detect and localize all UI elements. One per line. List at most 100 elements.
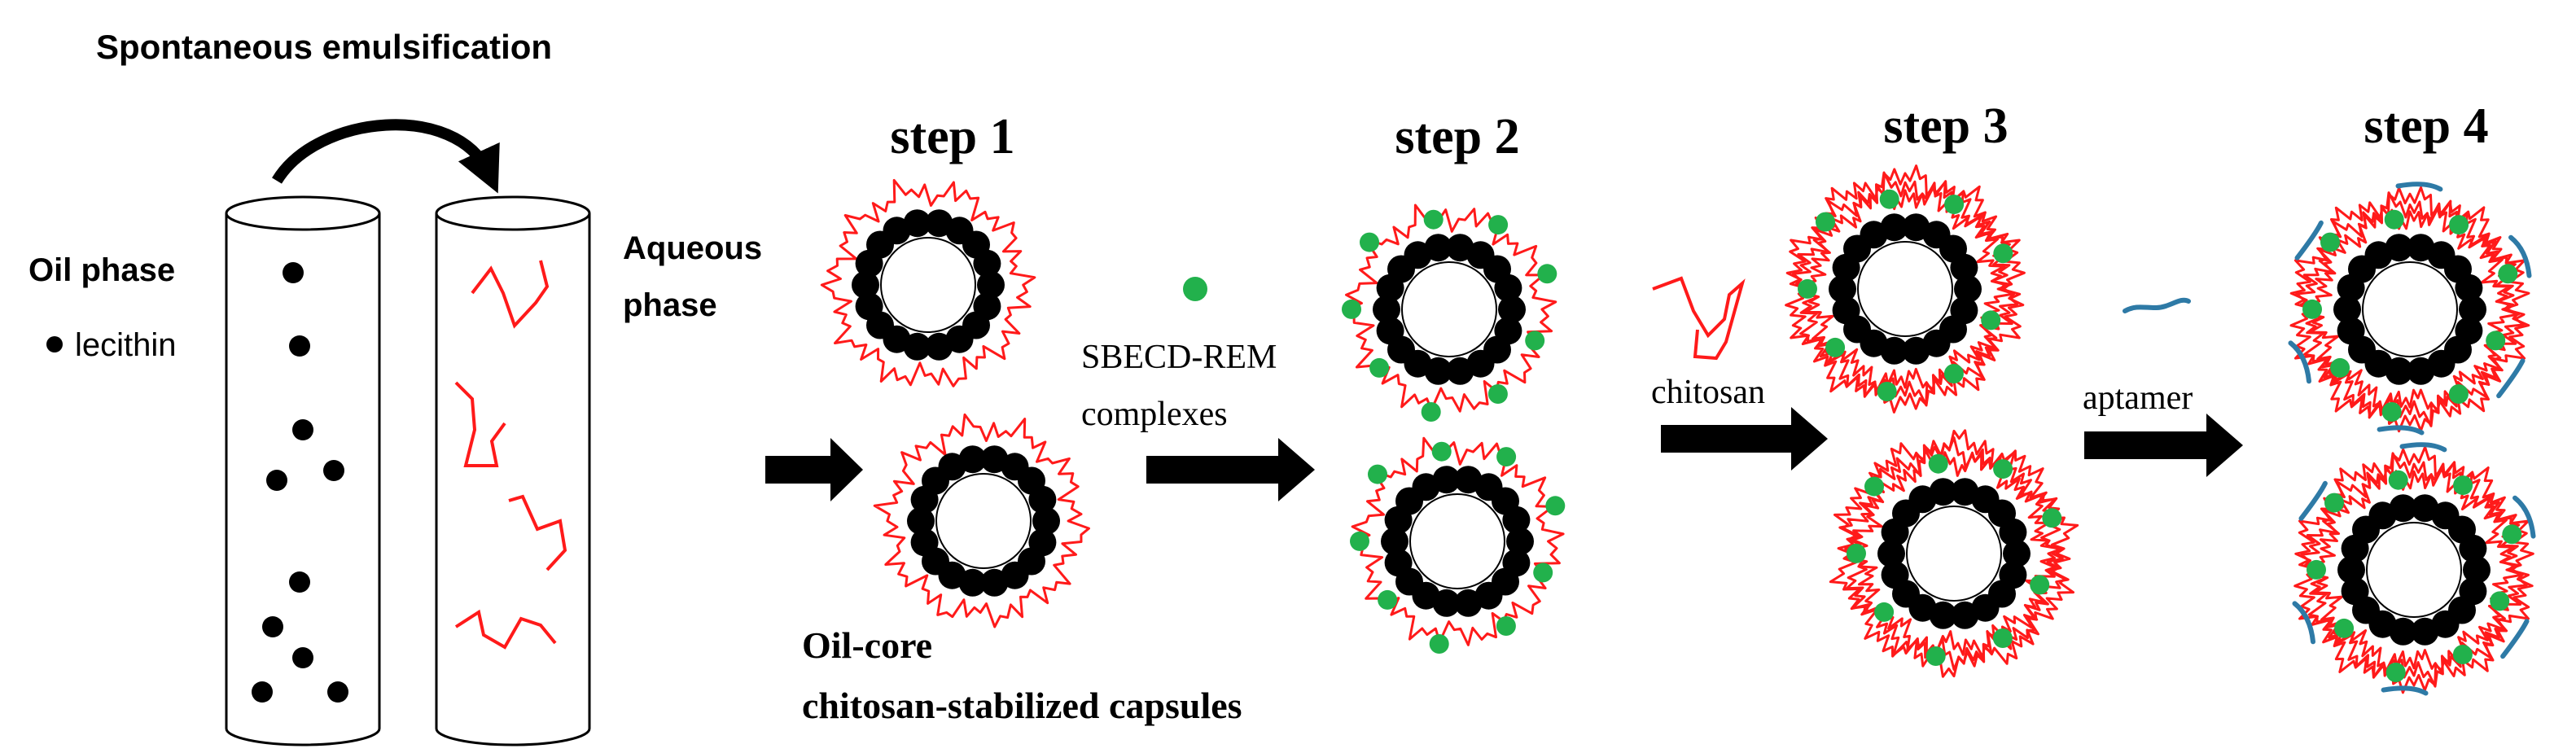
aptamer-strand — [2395, 182, 2443, 192]
lecithin-dots — [252, 262, 348, 703]
drug-complex-dot — [2502, 524, 2522, 545]
lecithin-bead — [2455, 274, 2483, 302]
drug-complex-dot — [1928, 453, 1948, 474]
capsule-step1-top — [820, 178, 1036, 387]
aqueous-phase-cylinder — [435, 195, 591, 746]
lecithin-bead — [1032, 507, 1060, 535]
drug-complex-dot — [2453, 475, 2473, 496]
capsule-caption-line1: Oil-core — [802, 624, 932, 666]
drug-complex-dot — [2302, 299, 2322, 319]
lecithin-bead — [910, 528, 939, 557]
drug-complex-dot — [1992, 628, 2013, 648]
lecithin-bead — [1832, 296, 1860, 325]
aptamer-strand — [2399, 442, 2447, 453]
lecithin-bead — [980, 568, 1009, 597]
lecithin-bead — [1424, 234, 1452, 262]
drug-complex-dot — [2324, 493, 2344, 513]
arrow-to-step4 — [2084, 414, 2243, 477]
lecithin-bead — [1929, 478, 1957, 506]
lecithin-bead — [852, 271, 879, 299]
arrow-to-step3 — [1661, 407, 1828, 471]
drug-complex-dot — [1421, 402, 1441, 422]
lecithin-bead — [2459, 534, 2487, 563]
lecithin-bead — [1950, 253, 1978, 282]
drug-complex-dot — [1545, 496, 1566, 516]
drug-complex-dot — [2388, 470, 2408, 490]
lecithin-bead — [1446, 357, 1474, 385]
lecithin-bead — [925, 332, 953, 361]
capsule-step2-bottom — [1350, 436, 1566, 654]
chitosan-chain-icon — [1652, 276, 1746, 361]
oil-core — [1409, 493, 1505, 589]
aptamer-strand — [2288, 340, 2311, 384]
drug-complex-dot — [2030, 575, 2050, 595]
drug-complex-dot — [1378, 589, 1398, 610]
drug-complex-dot — [1798, 278, 1817, 299]
aptamer-strand — [2496, 358, 2526, 399]
drug-complex-dot — [1360, 232, 1379, 252]
drug-complex-dot — [2334, 618, 2355, 638]
transfer-curved-arrow — [272, 119, 500, 194]
lecithin-bead — [2337, 556, 2365, 584]
drug-complex-dot — [1993, 459, 2013, 479]
drug-complex-dot — [1943, 364, 1964, 383]
diagram-title: Spontaneous emulsification — [96, 28, 552, 66]
lecithin-bead — [1954, 275, 1982, 303]
drug-complex-dot — [1537, 264, 1557, 284]
oil-core — [1906, 506, 2002, 602]
oil-core — [1401, 261, 1497, 357]
lecithin-bead — [1999, 518, 2027, 546]
aptamer-icon — [2123, 297, 2191, 313]
oil-core — [1857, 241, 1953, 337]
aqueous-phase-label-line1: Aqueous — [623, 230, 762, 266]
drug-complex-dot — [2498, 264, 2518, 284]
aptamer-strand — [2508, 234, 2532, 278]
drug-complex-dot — [1496, 447, 1517, 467]
aptamer-strand — [2512, 495, 2536, 539]
drug-complex-dot — [2042, 508, 2062, 528]
sbecd-rem-label-line1: SBECD-REM — [1081, 339, 1277, 376]
lecithin-bead — [1432, 466, 1461, 494]
drug-complex-dot — [1944, 195, 1965, 215]
capsule-caption-line2: chitosan-stabilized capsules — [802, 685, 1242, 726]
lecithin-legend-label: lecithin — [75, 327, 177, 363]
drug-complex-dot — [1525, 331, 1545, 351]
drug-complex-dot — [1925, 646, 1946, 666]
oil-core — [935, 473, 1032, 569]
lecithin-bead — [1494, 274, 1522, 302]
lecithin-bead — [2337, 317, 2365, 345]
lecithin-bead — [1902, 336, 1930, 365]
drug-complex-dot — [2330, 357, 2350, 378]
sbecd-rem-complex-icon — [1183, 277, 1207, 301]
lecithin-bead — [1506, 528, 1534, 555]
sbecd-rem-label-line2: complexes — [1081, 396, 1228, 433]
drug-complex-dot — [1874, 602, 1895, 622]
lecithin-bead — [1454, 589, 1483, 617]
lecithin-bead — [1498, 296, 1526, 323]
drug-complex-dot — [1864, 476, 1884, 497]
drug-complex-dot — [1342, 299, 1361, 319]
drug-complex-dot — [1369, 357, 1390, 378]
lecithin-bead — [1829, 275, 1856, 303]
drug-complex-dot — [2448, 384, 2469, 404]
drug-complex-dot — [2384, 209, 2404, 230]
lecithin-bead — [1881, 561, 1909, 589]
lecithin-bead — [1384, 549, 1413, 577]
lecithin-bead — [1028, 485, 1057, 514]
lecithin-bead — [1376, 317, 1404, 345]
chitosan-shell — [873, 413, 1090, 628]
drug-complex-dot — [2307, 559, 2326, 580]
drug-complex-dot — [2452, 645, 2473, 664]
capsule-step3-bottom — [1829, 429, 2079, 678]
drug-complex-dot — [1368, 464, 1387, 484]
drug-complex-dot — [1993, 243, 2013, 264]
lecithin-bead — [2407, 357, 2435, 385]
lecithin-bead — [2003, 540, 2031, 567]
lecithin-bead — [855, 292, 883, 321]
lecithin-bead — [1877, 540, 1905, 567]
lecithin-bead — [977, 271, 1005, 299]
drug-complex-dot — [1488, 215, 1509, 235]
drug-complex-dot — [2385, 663, 2406, 682]
lecithin-bead — [1951, 601, 1979, 629]
step-3-title: step 3 — [1883, 99, 2008, 154]
